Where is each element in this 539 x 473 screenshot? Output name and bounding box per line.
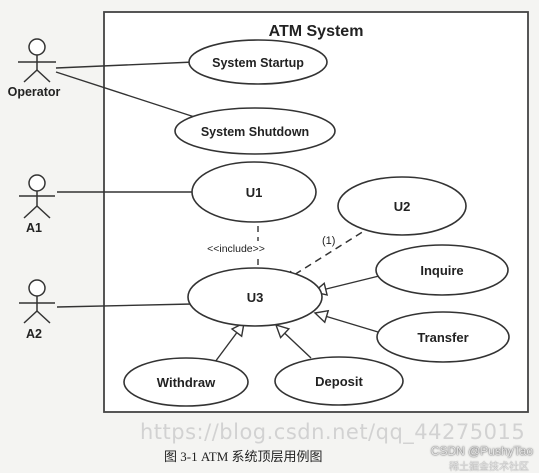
use-case-label: U1 [246,185,263,200]
actor-a1-figure [19,174,55,219]
use-case-label: U2 [394,199,411,214]
use-case-u2: U2 [337,176,467,236]
actor-a2-figure [19,279,55,324]
figure-caption: 图 3-1 ATM 系统顶层用例图 [164,449,323,464]
use-case-label: U3 [247,290,264,305]
gen-withdraw-u3 [214,321,245,363]
use-case-system-shutdown: System Shutdown [174,107,336,155]
use-case-system-startup: System Startup [188,39,328,85]
actor-operator-figure [18,38,56,83]
use-case-u1: U1 [191,161,317,223]
use-case-label: System Shutdown [201,125,309,139]
generalizations [214,275,380,363]
actor-a2-label: A2 [26,327,42,341]
assoc-operator-startup [55,61,195,69]
u2-u3-dashed-line [284,225,373,281]
use-case-inquire: Inquire [375,244,509,296]
gen-transfer-u3 [313,309,379,333]
use-case-label: Deposit [315,374,363,389]
actor-a1-label: A1 [26,221,42,235]
use-case-transfer: Transfer [376,311,510,363]
use-case-label: System Startup [212,56,304,70]
use-case-label: Transfer [417,330,468,345]
actor-operator-label: Operator [8,85,61,99]
use-case-label: Inquire [420,263,463,278]
include-label: <<include>> [207,243,265,255]
use-case-label: Withdraw [157,375,216,390]
system-title: ATM System [269,23,364,40]
assoc-operator-shutdown [55,71,211,123]
url-watermark: https://blog.csdn.net/qq_44275015 [140,420,526,444]
associations [55,61,211,308]
gen-deposit-u3 [274,323,312,359]
csdn-sub-watermark: 稀土掘金技术社区 [449,462,529,473]
use-case-withdraw: Withdraw [123,357,249,407]
csdn-watermark: CSDN @PushyTao [430,444,533,458]
use-case-deposit: Deposit [274,356,404,406]
use-case-u3: U3 [187,267,323,327]
assoc-a2-u3 [56,303,193,308]
include-label-bg [196,241,274,255]
gen-inquire-u3 [312,275,380,296]
u2-relation-label: (1) [322,235,335,247]
